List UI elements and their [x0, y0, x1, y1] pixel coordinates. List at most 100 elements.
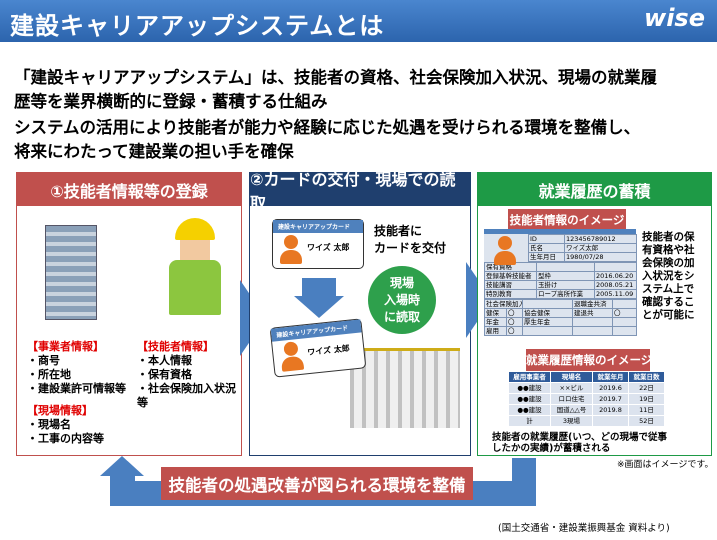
image-note: ※画面はイメージです。 [617, 460, 714, 470]
text-line: 入状況をシ [642, 270, 695, 282]
panel-title: 就業履歴の蓄積 [478, 173, 711, 206]
arrow-down-icon [294, 296, 344, 318]
text-line: 有資格や社 [642, 244, 695, 256]
column-header: 就業年月 [592, 371, 629, 383]
table-row: 氏名ワイズ太郎 [528, 243, 637, 253]
cell: 計 [508, 415, 551, 427]
panel-title: ②カードの交付・現場での読取 [250, 170, 470, 213]
intro-line: 「建設キャリアアップシステム」は、技能者の資格、社会保険加入状況、現場の就業履 [14, 68, 658, 87]
cell: 1980/07/28 [564, 252, 637, 262]
cell: 健保 [484, 308, 507, 318]
cell: 型枠 [536, 271, 595, 281]
text-line: 会保険の加 [642, 257, 695, 269]
building-icon [45, 225, 97, 320]
cell: 厚生年金 [522, 317, 573, 327]
text-line: とが可能に [642, 309, 695, 321]
cell [592, 415, 629, 427]
cell [594, 262, 637, 272]
panel-title: ①技能者情報等の登録 [17, 173, 241, 206]
panel-card: ②カードの交付・現場での読取 建設キャリアアップカード ワイズ 太郎 技能者に … [249, 170, 471, 456]
column-header: 就業日数 [628, 371, 665, 383]
cell: 特別教育 [484, 289, 537, 299]
panel-registration: ①技能者情報等の登録 【事業者情報】 ・商号 ・所在地 ・建設業許可情報等 【現… [16, 172, 242, 456]
cell: 22日 [628, 382, 665, 394]
cell: 生年月日 [528, 252, 565, 262]
history-image-title: 就業履歴情報のイメージ [526, 349, 652, 371]
text-line: ステム上で [642, 283, 695, 295]
source-note: (国土交通省・建設業振興基金 資料より) [498, 523, 670, 534]
cell: 退職金共済 [572, 299, 613, 309]
cell: ●●建設 [508, 404, 551, 416]
cell: 2019.8 [592, 404, 629, 416]
info-note: 技能者の保 有資格や社 会保険の加 入状況をシ ステム上で 確認するこ とが可能… [642, 231, 695, 322]
cell: 協会健保 [522, 308, 573, 318]
cell [612, 317, 637, 327]
table-row: 年金〇厚生年金 [484, 317, 637, 327]
cell: 技能講習 [484, 280, 537, 290]
cell [572, 326, 613, 336]
cell: 雇用 [484, 326, 507, 336]
list-item: ・所在地 [27, 368, 71, 381]
card-name: ワイズ 太郎 [306, 343, 351, 358]
person-icon [494, 236, 516, 265]
list-item: ・現場名 [27, 418, 71, 431]
cell: 2019.7 [592, 393, 629, 405]
text-line: 確認するこ [642, 296, 695, 308]
cell: ××ビル [550, 382, 593, 394]
list-item: ・工事の内容等 [27, 432, 104, 445]
text-line: 入場時 [383, 293, 420, 307]
cell: ID [528, 234, 565, 244]
scan-bubble: 現場 入場時 に読取 [368, 266, 436, 334]
worker-icon [167, 218, 223, 318]
card-title: 建設キャリアアップカード [270, 319, 362, 342]
table-row: 雇用〇 [484, 326, 637, 336]
intro-line: 将来にわたって建設業の担い手を確保 [14, 142, 294, 161]
table-header: 雇用事業者現場名就業年月就業日数 [508, 371, 665, 383]
issue-text: 技能者に カードを交付 [374, 223, 446, 257]
table-row: 健保〇協会健保建退共〇 [484, 308, 637, 318]
table-row: 社会保険加入状況 退職金共済 [484, 299, 637, 309]
column-header: 現場名 [550, 371, 593, 383]
cell: ロロ住宅 [550, 393, 593, 405]
column-header: 雇用事業者 [508, 371, 551, 383]
text-line: に読取 [383, 310, 420, 324]
intro-line: 歴等を業界横断的に登録・蓄積する仕組み [14, 92, 328, 111]
cell: 国道△△号 [550, 404, 593, 416]
cell: 〇 [506, 326, 523, 336]
banner: 技能者の処遇改善が図られる環境を整備 [161, 467, 473, 500]
person-icon [279, 341, 305, 372]
construction-site-icon [350, 348, 460, 428]
cell: 2016.06.20 [594, 271, 637, 281]
cell: 玉掛け [536, 280, 595, 290]
cell [522, 299, 573, 309]
career-card: 建設キャリアアップカード ワイズ 太郎 [272, 219, 364, 269]
cell: 〇 [612, 308, 637, 318]
business-info-label: 【事業者情報】 [27, 340, 104, 353]
cell: 氏名 [528, 243, 565, 253]
wise-logo: wise [644, 4, 705, 32]
worker-info-label: 【技能者情報】 [137, 340, 214, 353]
text-line: カードを交付 [374, 241, 447, 255]
text-line: 技能者の就業履歴(いつ、どの現場で従事 [492, 432, 667, 443]
cell: ●●建設 [508, 382, 551, 394]
cell: 登録基幹技能者 [484, 271, 537, 281]
cell: 52日 [628, 415, 665, 427]
arrow-up-icon [100, 456, 144, 476]
text-line: 技能者に [374, 224, 423, 238]
cell: 社会保険加入状況 [484, 299, 523, 309]
list-item: ・商号 [27, 354, 60, 367]
list-item: ・本人情報 [137, 354, 192, 367]
list-item: 等 [137, 396, 148, 409]
info-image-title: 技能者情報のイメージ [508, 209, 626, 231]
career-card-reader: 建設キャリアアップカード ワイズ 太郎 [269, 318, 367, 378]
cell: 11日 [628, 404, 665, 416]
title-bar [0, 0, 717, 42]
